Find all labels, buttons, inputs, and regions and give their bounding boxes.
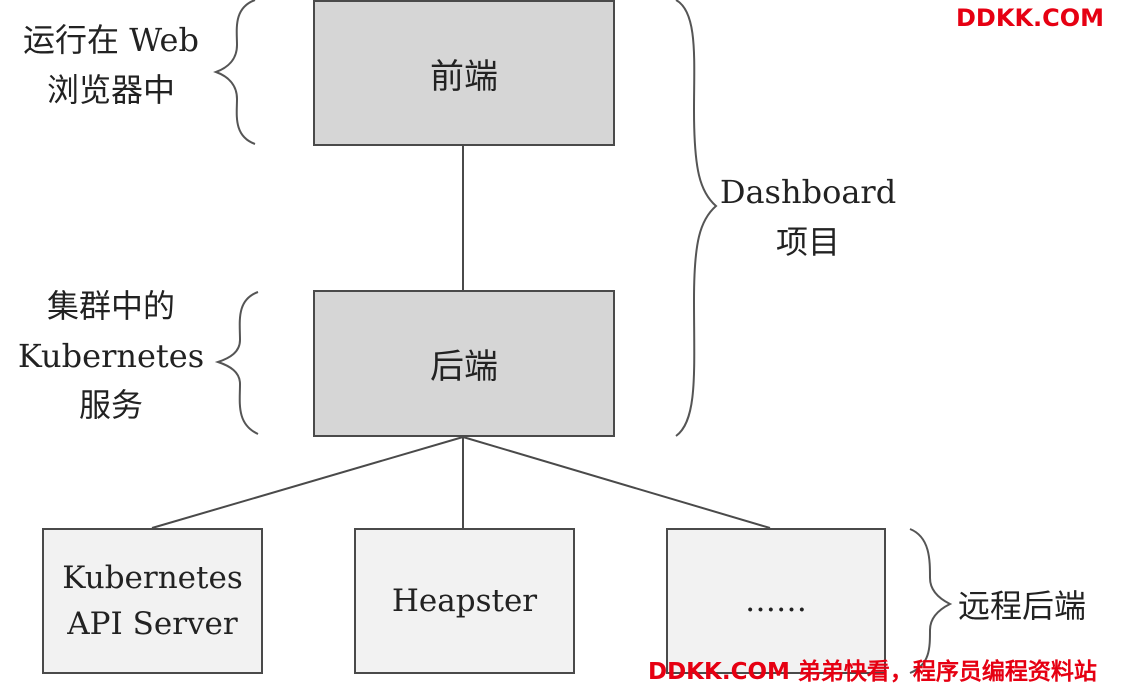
watermark-bottom: DDKK.COM 弟弟快看，程序员编程资料站 <box>648 659 1097 685</box>
connector-backend-more <box>462 436 771 529</box>
cluster-label-line2: Kubernetes <box>17 336 205 375</box>
project-label: Dashboard 项目 <box>718 168 898 267</box>
frontend-label: 前端 <box>430 56 498 97</box>
project-label-line2: 项目 <box>775 222 840 261</box>
brace-cluster <box>214 291 259 435</box>
browser-label: 运行在 Web 浏览器中 <box>6 16 216 115</box>
browser-label-line2: 浏览器中 <box>46 70 175 109</box>
heapster-box: Heapster <box>354 528 575 674</box>
browser-label-line1: 运行在 Web <box>23 21 199 59</box>
backend-box: 后端 <box>313 290 615 437</box>
project-label-line1: Dashboard <box>719 173 897 211</box>
k8s-api-label-line1: Kubernetes <box>62 559 243 596</box>
cluster-label-line3: 服务 <box>78 386 143 425</box>
ellipsis-label: …… <box>745 582 807 619</box>
heapster-label: Heapster <box>391 582 538 619</box>
watermark-top: DDKK.COM <box>956 4 1105 32</box>
cluster-label-line1: 集群中的 <box>46 287 175 325</box>
brace-project <box>675 0 718 437</box>
remote-backend-label: 远程后端 <box>958 582 1128 632</box>
connector-backend-api <box>151 436 464 529</box>
brace-browser <box>213 0 256 145</box>
more-backends-box: …… <box>666 528 886 674</box>
k8s-api-label-line2: API Server <box>67 606 238 642</box>
cluster-label: 集群中的 Kubernetes 服务 <box>6 282 216 431</box>
k8s-api-server-box: Kubernetes API Server <box>42 528 263 674</box>
brace-remote <box>909 528 953 674</box>
frontend-box: 前端 <box>313 0 615 146</box>
remote-backend-label-text: 远程后端 <box>958 587 1087 625</box>
backend-label: 后端 <box>430 347 498 387</box>
